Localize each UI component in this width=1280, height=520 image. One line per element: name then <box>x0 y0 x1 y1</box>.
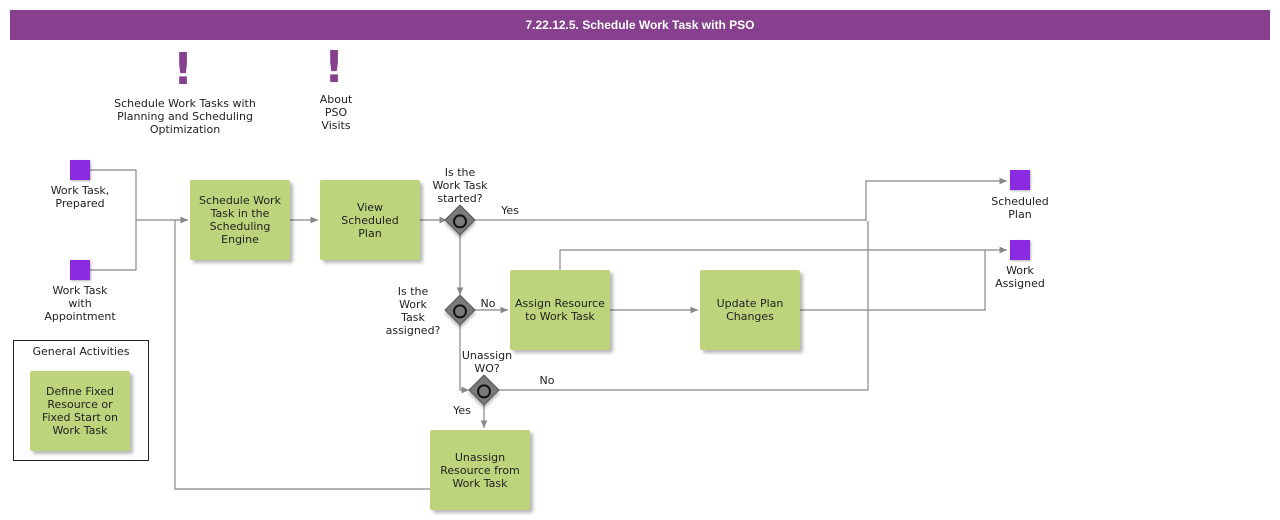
flow-label-no: No <box>539 374 555 387</box>
diagram-title: 7.22.12.5. Schedule Work Task with PSO <box>10 10 1270 40</box>
flow-start-appointment <box>90 220 137 271</box>
annotation-label: About PSO Visits <box>319 93 353 132</box>
start-event-label: Work Task, Prepared <box>50 184 110 210</box>
annotation-exclamation-icon: ! <box>173 44 194 95</box>
gateway-ring-icon <box>474 381 494 402</box>
flow-update-to-end <box>800 250 986 311</box>
gateway-label: Is the Work Task started? <box>432 166 488 205</box>
annotation-exclamation-icon: ! <box>324 42 345 93</box>
flow-started-yes <box>474 177 1007 221</box>
task-assign-resource[interactable]: Assign Resource to Work Task <box>510 270 610 350</box>
gateway-ring-icon <box>450 301 470 322</box>
flow-assign-to-end <box>559 246 1007 270</box>
flow-unassign-no <box>498 221 869 391</box>
flow-label-yes: Yes <box>453 404 471 417</box>
end-event-assigned <box>1010 240 1030 260</box>
gateway-ring-icon <box>450 211 470 232</box>
flow-label-no: No <box>480 297 496 310</box>
task-view-scheduled-plan[interactable]: View Scheduled Plan <box>320 180 420 260</box>
legend-box: General Activities Define Fixed Resource… <box>13 340 149 461</box>
flow-loop-back <box>174 220 430 490</box>
legend-activity-define-fixed[interactable]: Define Fixed Resource or Fixed Start on … <box>30 371 130 451</box>
gateway-label: Unassign WO? <box>461 349 513 375</box>
task-schedule-in-engine[interactable]: Schedule Work Task in the Scheduling Eng… <box>190 180 290 260</box>
end-event-label: Scheduled Plan <box>991 195 1049 221</box>
start-event-label: Work Task with Appointment <box>44 284 116 323</box>
flow-assigned-yes <box>459 324 469 394</box>
flow-label-yes: Yes <box>501 204 519 217</box>
end-event-scheduled <box>1010 170 1030 190</box>
gateway-label: Is the Work Task assigned? <box>385 285 441 337</box>
start-event-appointment <box>70 260 90 280</box>
task-unassign-resource[interactable]: Unassign Resource from Work Task <box>430 430 530 510</box>
start-event-prepared <box>70 160 90 180</box>
end-event-label: Work Assigned <box>995 264 1045 290</box>
annotation-label: Schedule Work Tasks with Planning and Sc… <box>114 97 256 136</box>
legend-title: General Activities <box>32 345 130 358</box>
flow-start-prepared <box>90 169 137 220</box>
task-update-plan[interactable]: Update Plan Changes <box>700 270 800 350</box>
